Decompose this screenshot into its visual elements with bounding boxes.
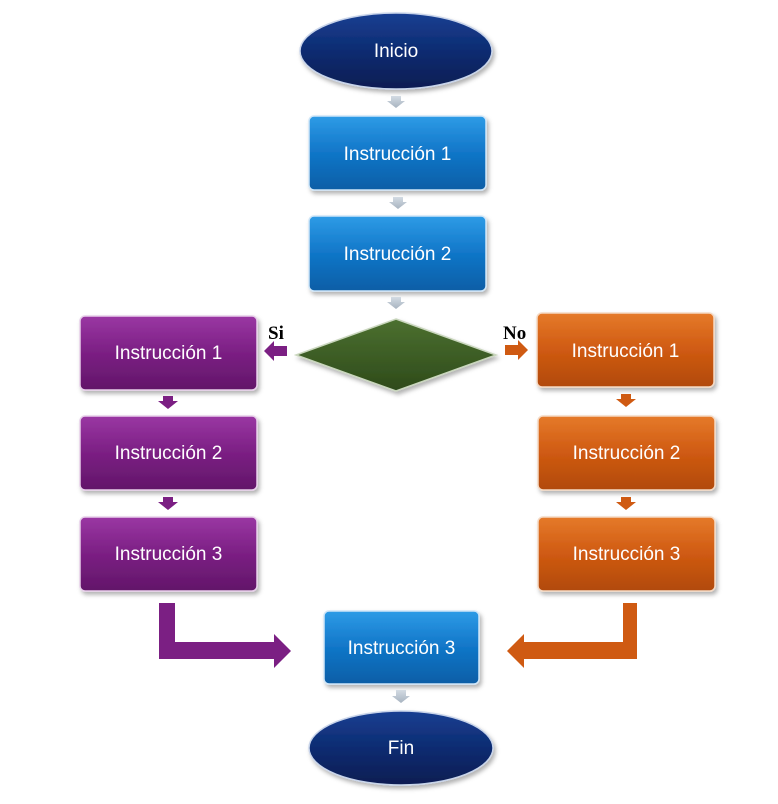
- main-step-1-box: [308, 115, 487, 191]
- yes-step-2-label: Instrucción 2: [115, 443, 223, 464]
- end-terminal: [308, 710, 494, 786]
- no-merge-arrow-icon: [507, 603, 637, 668]
- end-label: Fin: [388, 738, 414, 759]
- main-step-1-label: Instrucción 1: [344, 144, 452, 165]
- start-terminal: [299, 12, 493, 90]
- connector-arrow-icon: [387, 96, 405, 108]
- connector-arrow-icon: [389, 197, 407, 209]
- yes-merge-arrow-icon: [159, 603, 291, 668]
- merge-step-box: [323, 610, 480, 685]
- yes-arrow-icon: [264, 341, 287, 361]
- yes-step-3-label: Instrucción 3: [115, 544, 223, 565]
- yes-branch-label: Si: [268, 323, 284, 344]
- connector-arrow-icon: [392, 690, 410, 703]
- no-step-2-box: [537, 415, 716, 491]
- yes-step-3-box: [79, 516, 258, 592]
- start-label: Inicio: [374, 41, 418, 62]
- no-branch-label: No: [503, 323, 526, 344]
- no-arrow-icon: [505, 340, 528, 360]
- main-step-2-box: [308, 215, 487, 292]
- no-connector-arrow-icon: [616, 394, 636, 407]
- no-step-2-label: Instrucción 2: [573, 443, 681, 464]
- no-step-1-box: [536, 312, 715, 388]
- yes-step-1-box: [79, 315, 258, 391]
- yes-connector-arrow-icon: [158, 396, 178, 409]
- no-step-1-label: Instrucción 1: [572, 341, 680, 362]
- no-step-3-box: [537, 516, 716, 592]
- decision-diamond: [293, 318, 499, 392]
- no-connector-arrow-icon: [616, 497, 636, 510]
- merge-step-label: Instrucción 3: [348, 638, 456, 659]
- yes-connector-arrow-icon: [158, 497, 178, 510]
- yes-step-2-box: [79, 415, 258, 491]
- main-step-2-label: Instrucción 2: [344, 244, 452, 265]
- yes-step-1-label: Instrucción 1: [115, 343, 223, 364]
- connector-arrow-icon: [387, 297, 405, 309]
- no-step-3-label: Instrucción 3: [573, 544, 681, 565]
